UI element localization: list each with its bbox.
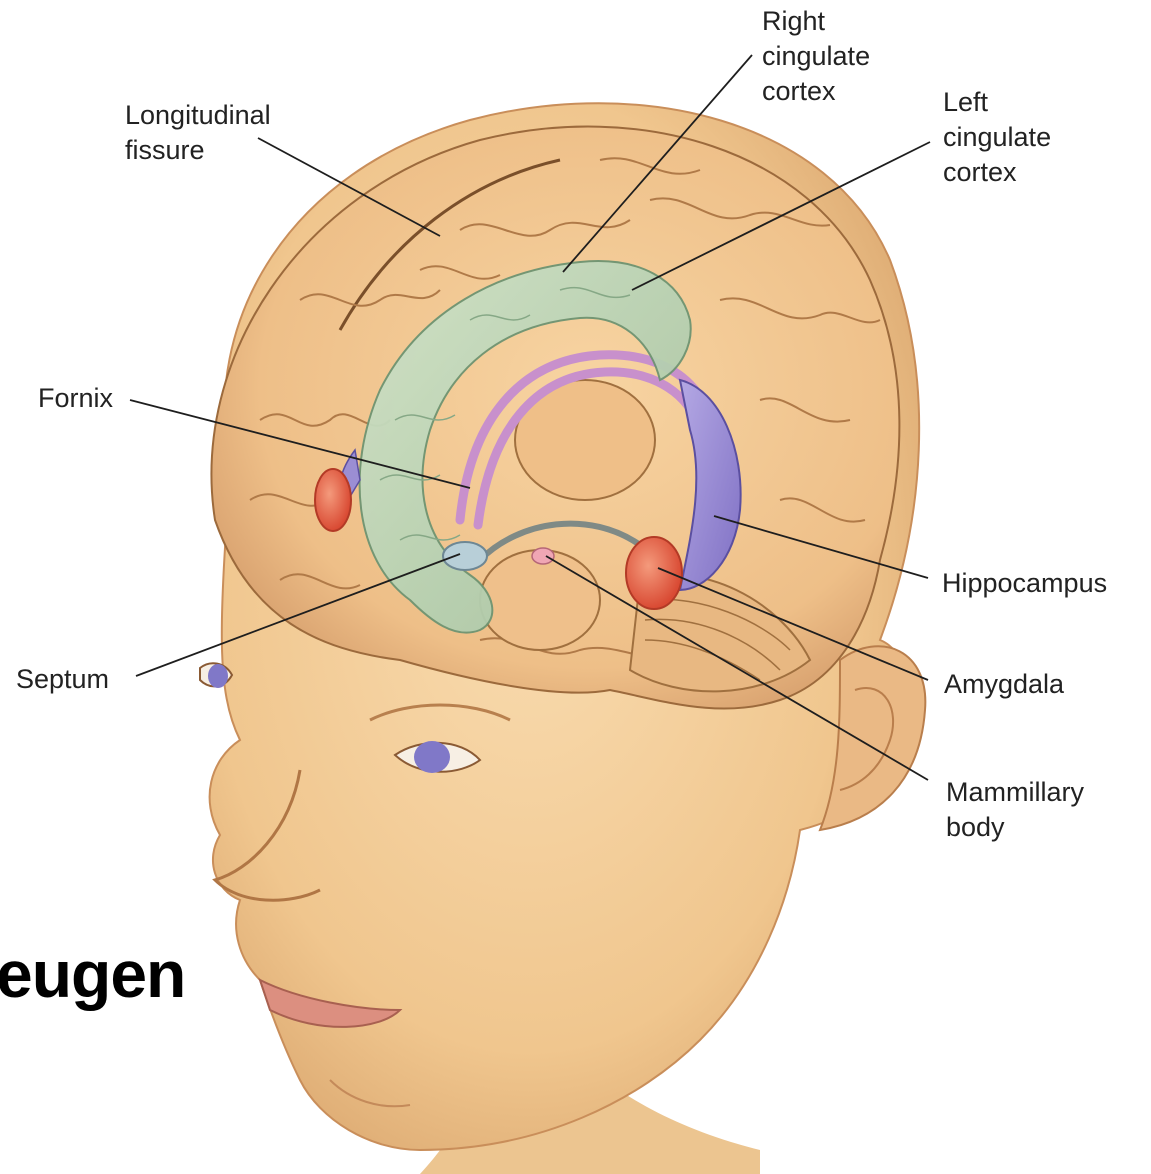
amygdala-left — [315, 469, 351, 531]
label-left-cingulate-cortex: Left cingulate cortex — [943, 85, 1051, 190]
cut-off-slide-word: eugen — [0, 936, 185, 1012]
label-right-cingulate-cortex: Right cingulate cortex — [762, 4, 870, 109]
label-hippocampus: Hippocampus — [942, 566, 1107, 601]
label-septum: Septum — [16, 662, 109, 697]
label-fornix: Fornix — [38, 381, 113, 416]
mammillary-body — [532, 548, 554, 564]
label-mammillary-body: Mammillary body — [946, 775, 1084, 845]
label-amygdala: Amygdala — [944, 667, 1064, 702]
amygdala — [626, 537, 682, 609]
septum — [443, 542, 487, 570]
label-longitudinal-fissure: Longitudinal fissure — [125, 98, 271, 168]
